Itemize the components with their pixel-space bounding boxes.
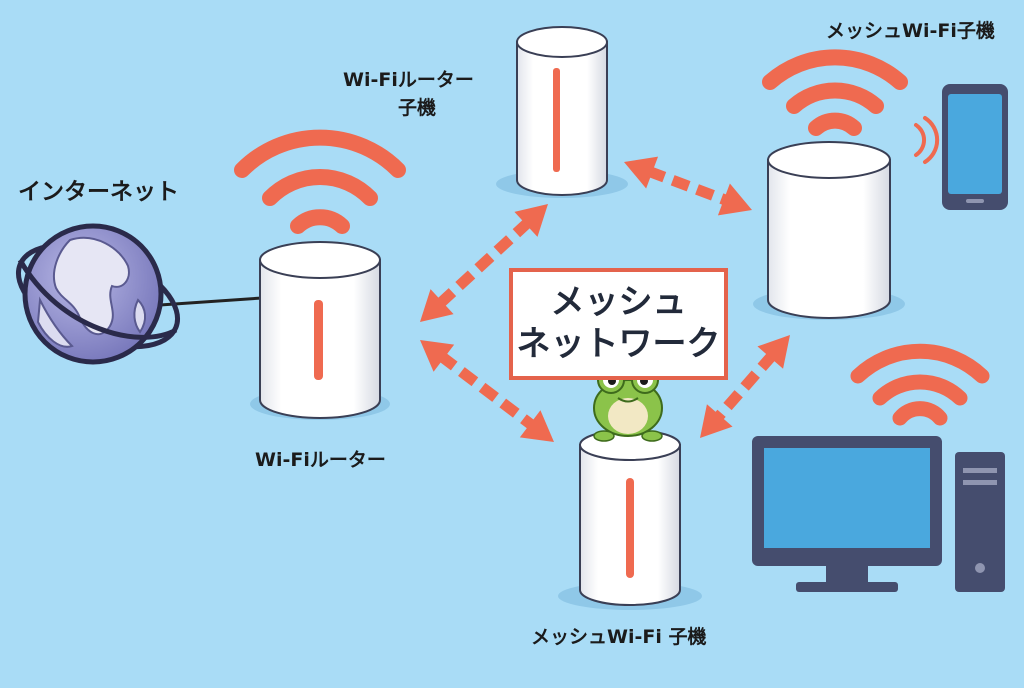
mesh-box-title-line1: メッシュ (550, 282, 687, 322)
router-icon (558, 429, 702, 610)
wifi-signal-icon (850, 343, 990, 426)
router-icon (753, 141, 905, 320)
arrow-head (420, 289, 454, 322)
smartphone-icon (914, 84, 1008, 210)
arrow-head (624, 156, 659, 189)
wifi-signal-icon (762, 49, 908, 136)
globe-icon (15, 223, 181, 365)
arrow-head (757, 335, 790, 369)
mesh-network-label-box: メッシュ ネットワーク (509, 268, 728, 380)
arrow-head (700, 404, 733, 438)
router-icon (496, 26, 628, 198)
router-label: Wi-Fiルーター (255, 449, 386, 471)
arrow-head (717, 183, 752, 216)
double-arrow-icon (435, 217, 533, 309)
satellite-label-line2: 子機 (398, 97, 437, 119)
satellite-label-line1: Wi-Fiルーター (343, 69, 474, 91)
arrow-head (514, 204, 548, 237)
internet-cable (159, 296, 263, 307)
wifi-signal-icon (234, 129, 406, 234)
arrow-head (420, 340, 455, 372)
mesh-box-title-line2: ネットワーク (516, 324, 721, 364)
mesh-connection-arrows (420, 156, 790, 442)
router-icon (250, 241, 390, 420)
pc-tower-icon (955, 452, 1005, 592)
double-arrow-icon (646, 165, 730, 207)
mesh-satellite-bottom-label: メッシュWi-Fi 子機 (531, 626, 707, 648)
mesh-satellite-top-label: メッシュWi-Fi子機 (826, 20, 995, 42)
desktop-monitor-icon (752, 436, 942, 592)
internet-label: インターネット (18, 179, 179, 205)
arrow-head (519, 410, 554, 442)
double-arrow-icon (712, 350, 778, 423)
double-arrow-icon (437, 351, 537, 431)
